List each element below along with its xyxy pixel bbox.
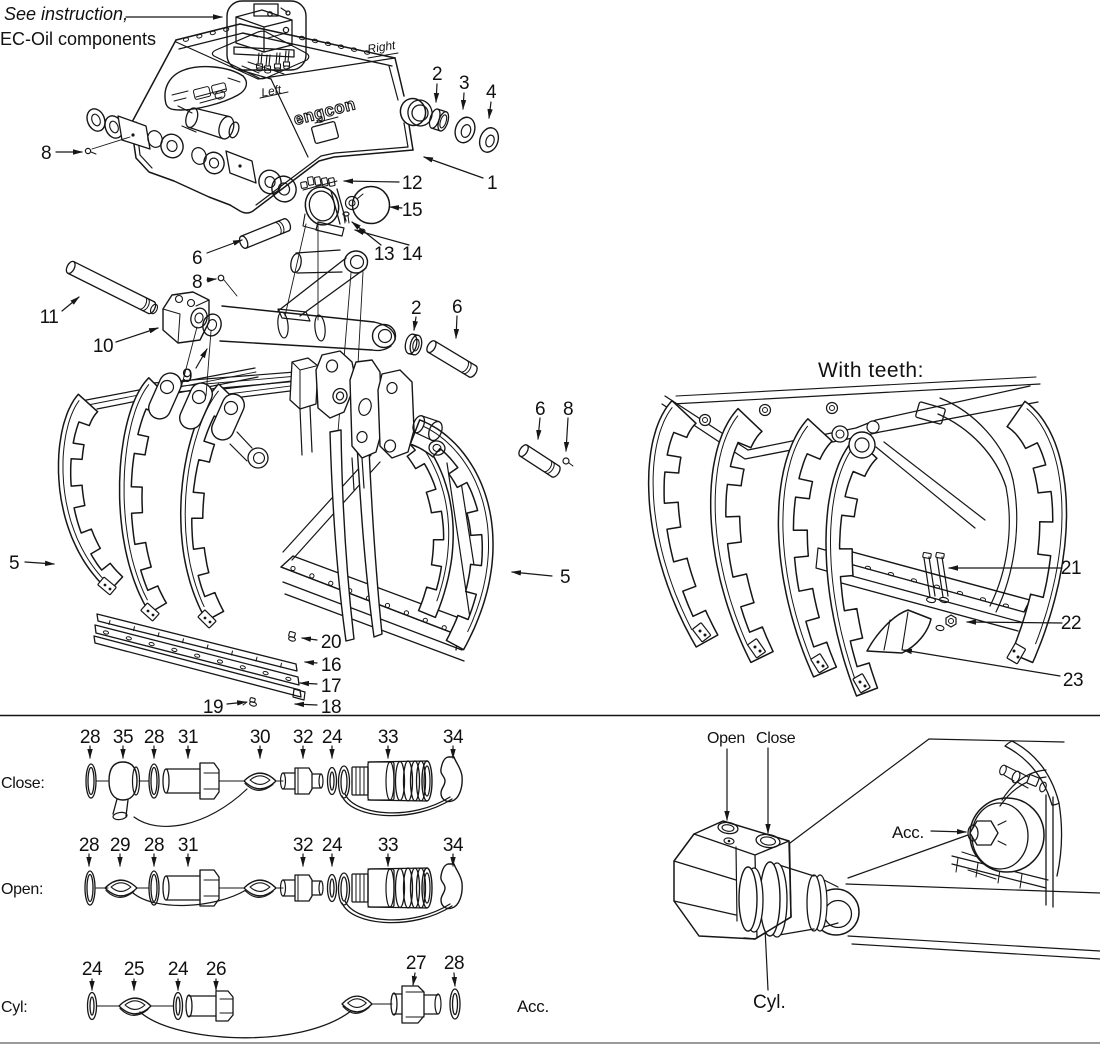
svg-text:28: 28 [144,727,164,748]
svg-text:12: 12 [402,173,422,194]
svg-text:23: 23 [1063,670,1083,691]
svg-text:31: 31 [178,727,198,748]
svg-text:2: 2 [432,64,442,85]
svg-text:22: 22 [1061,613,1081,634]
svg-text:26: 26 [206,959,226,980]
svg-text:Open: Open [707,730,745,747]
svg-text:28: 28 [79,835,99,856]
svg-text:See instruction,: See instruction, [4,4,128,24]
svg-text:32: 32 [293,727,313,748]
svg-text:35: 35 [113,727,133,748]
svg-text:33: 33 [378,835,398,856]
svg-text:14: 14 [402,244,423,265]
svg-text:6: 6 [452,297,462,318]
svg-text:Acc.: Acc. [517,997,549,1016]
svg-text:2: 2 [411,298,421,319]
svg-text:19: 19 [203,697,223,718]
svg-text:10: 10 [93,336,113,357]
svg-text:34: 34 [443,835,464,856]
svg-text:With teeth:: With teeth: [818,359,924,382]
svg-text:1: 1 [487,173,497,194]
svg-text:24: 24 [82,959,103,980]
svg-text:Open:: Open: [1,881,43,898]
svg-text:28: 28 [444,953,464,974]
svg-text:3: 3 [459,73,469,94]
svg-text:15: 15 [402,200,422,221]
svg-text:6: 6 [192,248,202,269]
svg-text:24: 24 [322,727,343,748]
svg-text:27: 27 [406,953,426,974]
svg-text:28: 28 [80,727,100,748]
svg-text:31: 31 [178,835,198,856]
svg-text:25: 25 [124,959,144,980]
svg-text:EC-Oil components: EC-Oil components [0,29,156,49]
svg-text:34: 34 [443,727,464,748]
svg-text:21: 21 [1061,558,1081,579]
svg-text:24: 24 [322,835,343,856]
svg-text:24: 24 [168,959,189,980]
svg-text:Cyl.: Cyl. [753,992,786,1013]
svg-text:29: 29 [110,835,130,856]
svg-text:16: 16 [321,655,341,676]
svg-text:Close:: Close: [1,775,45,792]
svg-text:5: 5 [9,553,19,574]
svg-text:8: 8 [563,399,573,420]
svg-text:30: 30 [250,727,270,748]
svg-text:Close: Close [756,730,796,747]
svg-text:Cyl:: Cyl: [1,999,27,1016]
svg-text:32: 32 [293,835,313,856]
svg-text:33: 33 [378,727,398,748]
svg-text:20: 20 [321,632,341,653]
svg-text:Left: Left [260,82,283,100]
svg-text:8: 8 [41,143,51,164]
svg-text:5: 5 [560,567,570,588]
svg-text:13: 13 [374,244,394,265]
svg-text:4: 4 [486,82,497,103]
svg-text:17: 17 [321,676,341,697]
svg-text:9: 9 [182,366,192,387]
svg-text:18: 18 [321,697,341,718]
svg-text:8: 8 [192,272,202,293]
svg-text:6: 6 [535,399,545,420]
svg-text:Acc.: Acc. [892,823,924,842]
svg-text:Right: Right [366,38,397,56]
svg-text:28: 28 [144,835,164,856]
svg-text:11: 11 [40,307,59,328]
